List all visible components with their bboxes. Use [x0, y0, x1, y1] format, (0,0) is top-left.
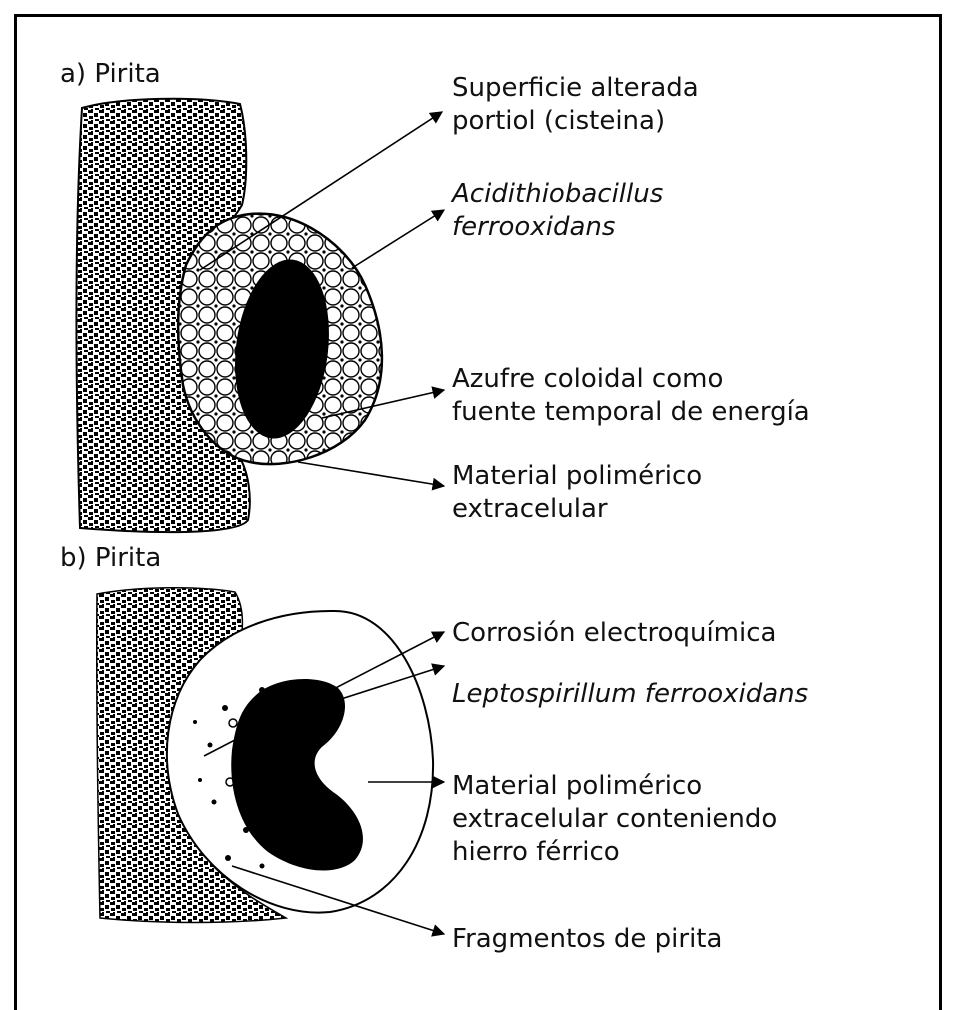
label-colloidal-sulfur: Azufre coloidal como fuente temporal de …: [452, 364, 810, 427]
label-electrochemical-corrosion: Corrosión electroquímica: [452, 618, 776, 648]
panel-a-title: a) Pirita: [60, 59, 161, 89]
label-altered-surface: Superficie alterada portiol (cisteina): [452, 73, 707, 136]
label-acidithiobacillus: Acidithiobacillus ferrooxidans: [450, 179, 672, 242]
label-eps-a: Material polimérico extracelular: [452, 461, 710, 524]
label-leptospirillum: Leptospirillum ferrooxidans: [452, 679, 808, 709]
label-eps-b: Material polimérico extracelular conteni…: [452, 771, 786, 867]
panel-b-title: b) Pirita: [60, 543, 161, 573]
label-pyrite-fragments: Fragmentos de pirita: [452, 924, 722, 954]
